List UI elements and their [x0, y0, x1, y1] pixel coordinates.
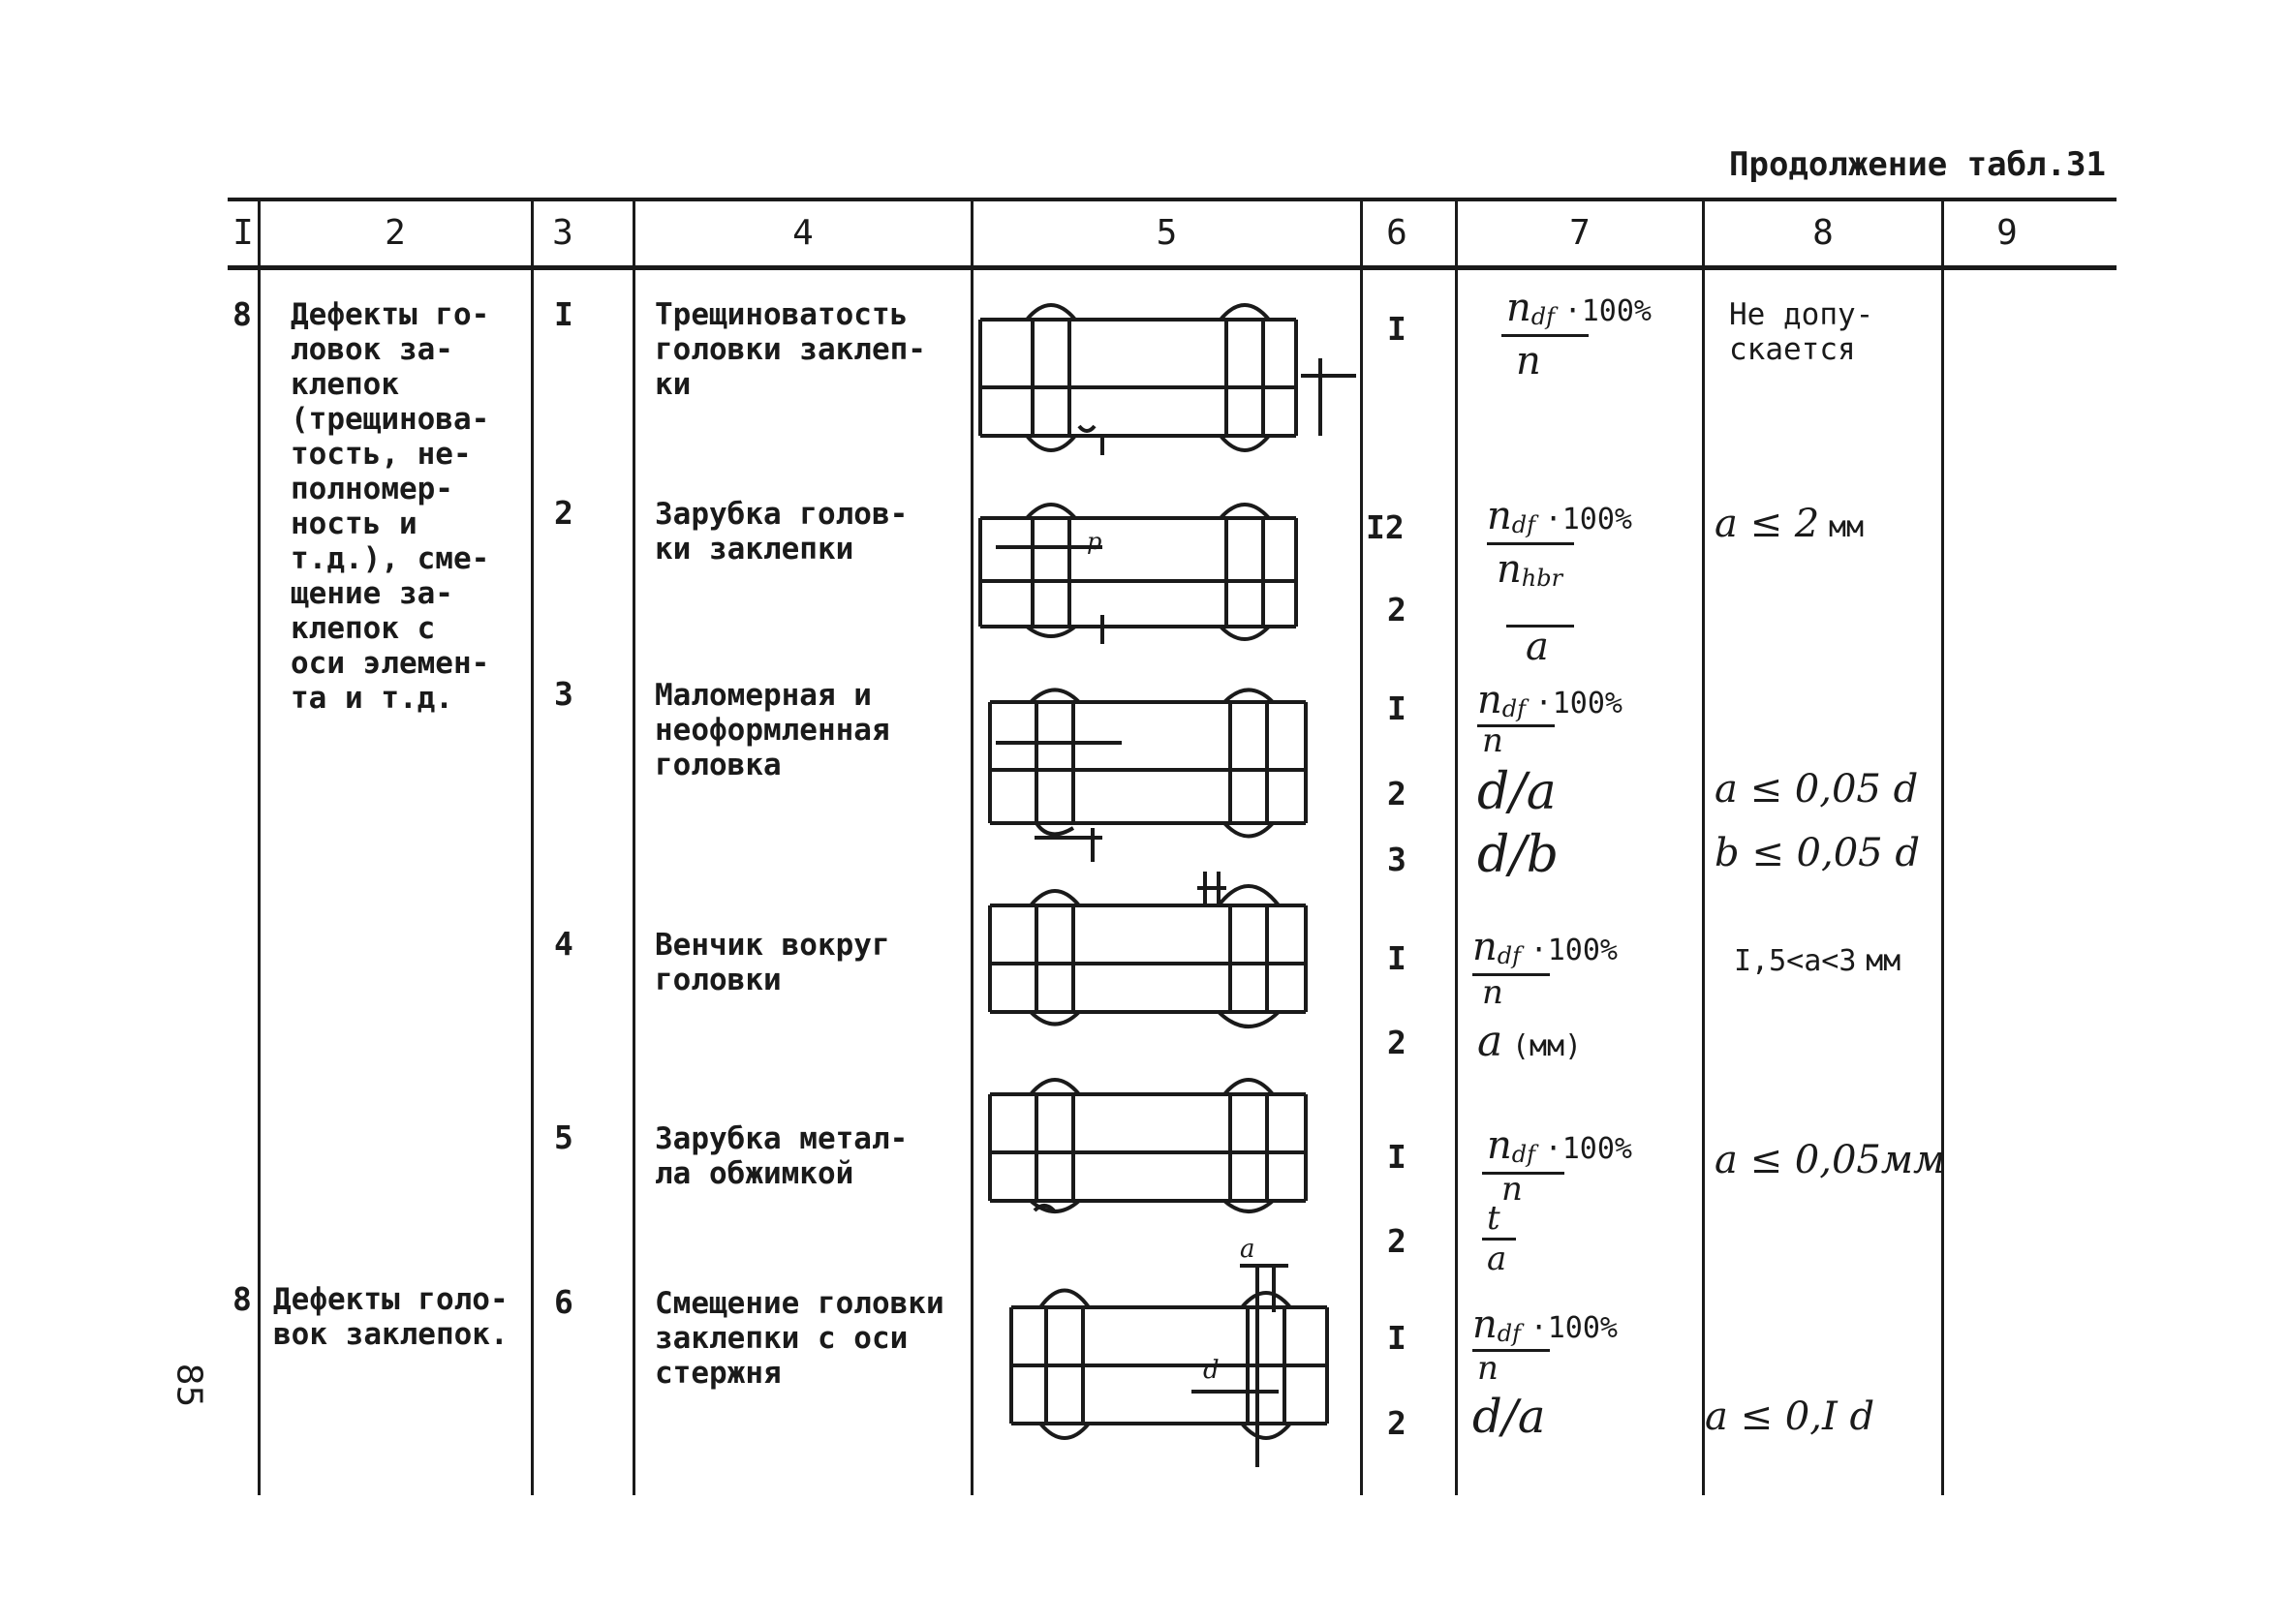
sketch-label-d: d — [1203, 1356, 1220, 1385]
column-number-7: 7 — [1569, 213, 1591, 253]
param-number: 2 — [1387, 1024, 1406, 1061]
defect-name: Зарубка голов- ки заклепки — [655, 497, 909, 567]
col-divider-5 — [1360, 198, 1363, 1495]
formula-ratio: ndf ·100% — [1477, 678, 1623, 723]
param-number: I — [1387, 1138, 1406, 1176]
formula-ratio: ndf ·100% — [1506, 286, 1652, 331]
param-number: 3 — [1387, 841, 1406, 878]
group-number: 8 — [232, 1280, 252, 1318]
group-number: 8 — [232, 295, 252, 333]
param-number: 2 — [1387, 591, 1406, 628]
limit-text: a ≤ 0,05 d — [1715, 767, 1919, 812]
column-number-2: 2 — [385, 213, 406, 253]
param-number: 2 — [1387, 1404, 1406, 1442]
formula-d-over-b: d/b — [1477, 826, 1560, 884]
param-number: 2 — [1387, 1222, 1406, 1260]
param-number: I — [1387, 1319, 1406, 1357]
defect-name: Венчик вокруг головки — [655, 928, 890, 997]
limit-text: I,5<a<3 мм — [1734, 944, 1901, 978]
limit-text: a ≤ 0,I d — [1705, 1394, 1875, 1439]
formula-ratio: ndf ·100% — [1487, 1123, 1632, 1169]
formula-ratio: ndf ·100% — [1472, 1302, 1618, 1348]
fraction-bar — [1482, 1172, 1564, 1175]
fraction-bar — [1501, 334, 1589, 337]
formula-denominator: n — [1516, 339, 1541, 383]
col-divider-1 — [258, 198, 261, 1495]
defect-name: Смещение головки заклепки с оси стержня — [655, 1286, 944, 1391]
param-number: I — [1387, 310, 1406, 348]
col-divider-3 — [633, 198, 635, 1495]
defect-name: Трещиноватость головки заклеп- ки — [655, 297, 926, 402]
page-number: 85 — [169, 1363, 209, 1408]
fraction-bar — [1506, 625, 1574, 628]
undersized-head-sketch — [988, 688, 1308, 862]
col-divider-8 — [1941, 198, 1944, 1495]
formula-denominator: n — [1482, 721, 1503, 760]
fraction-bar — [1472, 1349, 1550, 1352]
col-divider-7 — [1702, 198, 1705, 1495]
param-number: I — [1387, 689, 1406, 727]
column-number-6: 6 — [1386, 213, 1407, 253]
sketch-label-p: p — [1087, 528, 1102, 555]
head-collar-sketch — [988, 872, 1308, 1028]
fraction-bar — [1477, 724, 1555, 727]
column-number-5: 5 — [1156, 213, 1178, 253]
formula-numerator: nhbr — [1497, 547, 1563, 593]
formula-ratio: ndf ·100% — [1487, 494, 1632, 539]
sketch-label-a: a — [1240, 1235, 1255, 1264]
column-number-1: I — [232, 213, 254, 253]
column-number-8: 8 — [1812, 213, 1834, 253]
column-number-4: 4 — [792, 213, 814, 253]
row-sub-number: 5 — [554, 1118, 573, 1156]
row-sub-number: 4 — [554, 925, 573, 963]
fraction-bar — [1482, 1238, 1516, 1241]
formula-denominator: a — [1526, 625, 1549, 669]
col-divider-4 — [971, 198, 974, 1495]
table-continuation-caption: Продолжение табл.31 — [1729, 145, 2106, 184]
rivet-crack-sketch — [978, 303, 1356, 455]
formula-denominator: n — [1482, 973, 1503, 1012]
defect-name: Зарубка метал- ла обжимкой — [655, 1121, 909, 1191]
row-sub-number: 2 — [554, 494, 573, 532]
formula-t: t — [1487, 1199, 1500, 1238]
formula-d-over-a: d/a — [1477, 763, 1557, 821]
defect-name: Маломерная и неоформленная головка — [655, 678, 890, 782]
group-title: Дефекты голо- вок заклепок. — [273, 1282, 509, 1352]
group-title: Дефекты го- ловок за- клепок (трещинова-… — [291, 297, 490, 716]
limit-text: a ≤ 0,05мм — [1715, 1138, 1946, 1182]
column-number-3: 3 — [552, 213, 573, 253]
row-sub-number: I — [554, 295, 573, 333]
row-sub-number: 3 — [554, 675, 573, 713]
col-divider-2 — [531, 198, 534, 1495]
head-offset-sketch — [1009, 1264, 1329, 1467]
row-sub-number: 6 — [554, 1283, 573, 1321]
limit-text: b ≤ 0,05 d — [1715, 831, 1920, 875]
fraction-bar — [1487, 542, 1574, 545]
param-number: 2 — [1387, 775, 1406, 812]
table-header-rule — [228, 265, 2117, 270]
rivet-head-notch-sketch — [978, 503, 1298, 644]
param-number: I — [1387, 939, 1406, 977]
fraction-bar — [1472, 973, 1550, 976]
metal-notch-sketch — [988, 1078, 1308, 1213]
table-top-rule — [228, 198, 2117, 201]
formula-a-mm: a (мм) — [1477, 1017, 1583, 1066]
formula-d-over-a: d/a — [1472, 1390, 1546, 1444]
limit-text: Не допу- скается — [1729, 297, 1874, 367]
param-number: I2 — [1366, 508, 1405, 546]
formula-denominator: n — [1477, 1349, 1499, 1388]
limit-text: a ≤ 2 мм — [1715, 502, 1865, 546]
formula-denominator: n — [1501, 1170, 1523, 1209]
formula-ratio: ndf ·100% — [1472, 925, 1618, 970]
formula-a: a — [1487, 1240, 1507, 1278]
column-number-9: 9 — [1996, 213, 2018, 253]
col-divider-6 — [1455, 198, 1458, 1495]
